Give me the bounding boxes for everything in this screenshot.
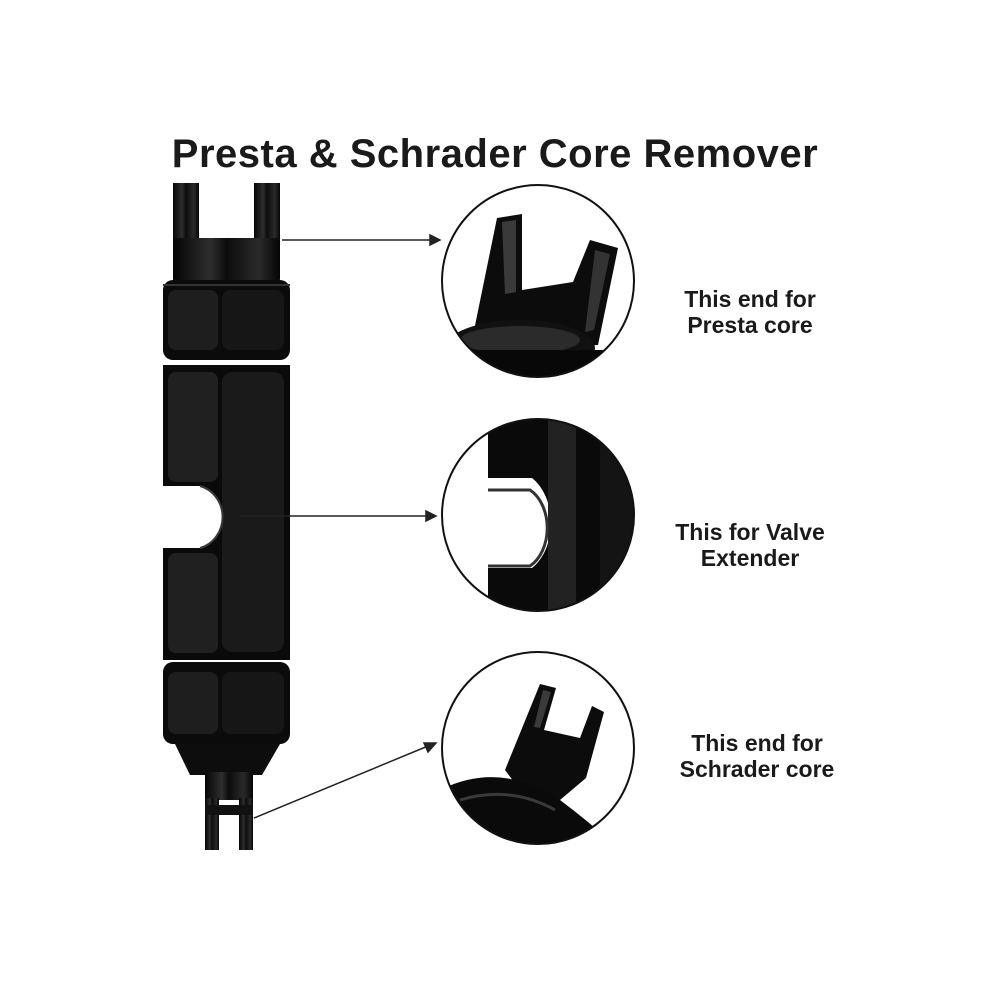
schrader-detail-circle — [441, 651, 635, 845]
presta-detail-circle — [441, 184, 635, 378]
extender-callout-line1: This for Valve — [675, 519, 825, 545]
extender-callout-line2: Extender — [700, 545, 800, 571]
schrader-end — [175, 744, 280, 850]
leader-lines — [240, 233, 442, 819]
lower-hex — [163, 662, 290, 744]
presta-end — [173, 183, 280, 283]
schrader-callout: This end for Schrader core — [637, 730, 877, 782]
extender-slot — [163, 365, 290, 660]
extender-detail-circle — [441, 418, 635, 612]
page-title: Presta & Schrader Core Remover — [171, 132, 819, 176]
schrader-callout-line1: This end for — [691, 730, 823, 756]
presta-callout: This end for Presta core — [630, 286, 870, 338]
upper-hex — [163, 280, 290, 360]
presta-callout-line2: Presta core — [687, 312, 813, 338]
presta-callout-line1: This end for — [684, 286, 816, 312]
extender-callout: This for Valve Extender — [630, 519, 870, 571]
core-remover-tool — [163, 183, 290, 850]
schrader-callout-line2: Schrader core — [679, 756, 835, 782]
